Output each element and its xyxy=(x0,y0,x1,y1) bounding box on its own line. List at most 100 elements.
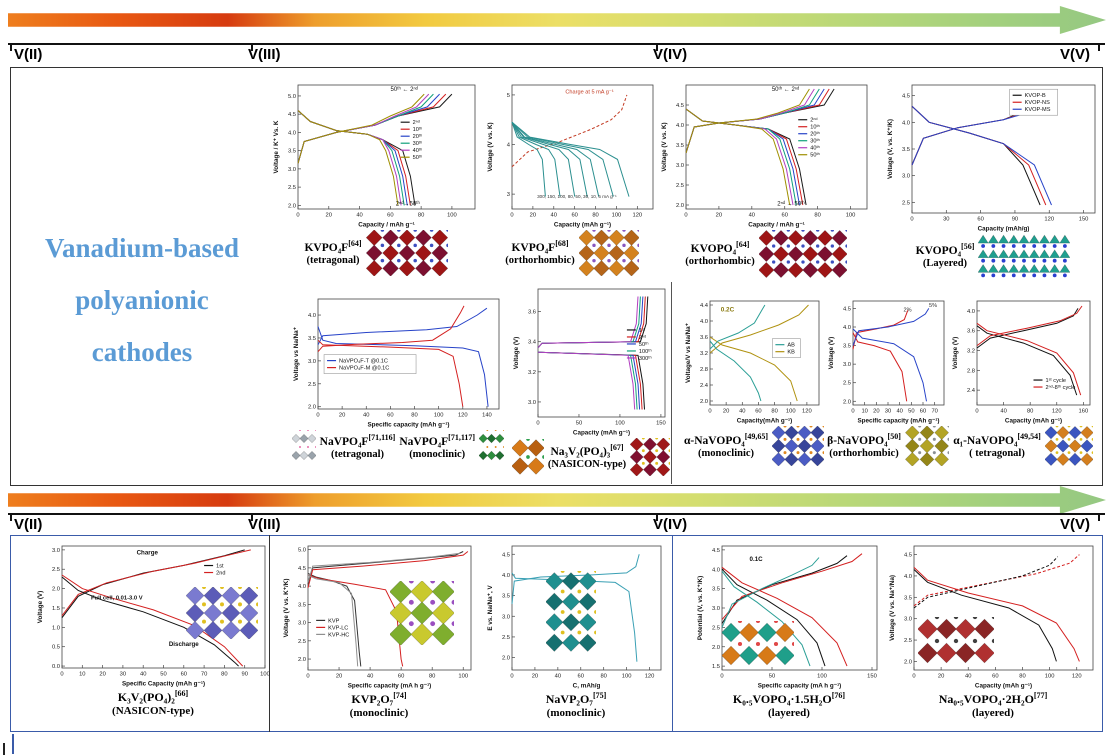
svg-text:Capacity(mAh g⁻¹): Capacity(mAh g⁻¹) xyxy=(737,418,792,425)
svg-text:3.6: 3.6 xyxy=(700,335,708,341)
svg-text:80: 80 xyxy=(592,213,598,219)
svg-text:100: 100 xyxy=(615,421,625,427)
svg-text:3.5: 3.5 xyxy=(502,594,510,600)
svg-text:3.5: 3.5 xyxy=(904,595,912,601)
svg-text:2.0: 2.0 xyxy=(700,399,708,405)
reference-citation: [71,116] xyxy=(368,432,396,442)
svg-text:60: 60 xyxy=(571,213,577,219)
svg-text:2.5: 2.5 xyxy=(52,567,60,573)
oxidation-scale-top: V(II) V(III) V(IV) V(V) xyxy=(8,43,1105,67)
svg-text:300ᵗʰ: 300ᵗʰ xyxy=(639,355,652,362)
crystal-system-label: (Layered) xyxy=(922,257,968,269)
svg-text:90: 90 xyxy=(241,672,247,678)
caption-k05vopo4: K₀.₅VOPO₄·1.5H₂O[76] (layered) xyxy=(733,691,845,720)
svg-text:100: 100 xyxy=(612,213,622,219)
svg-text:120: 120 xyxy=(1052,409,1062,415)
svg-text:3.5: 3.5 xyxy=(902,147,910,153)
svg-text:Full cell, 0.01-3.0 V: Full cell, 0.01-3.0 V xyxy=(91,596,143,602)
caption-alpha1-navopo4: α₁-NaVOPO₄[49,54] ( tetragonal) xyxy=(953,432,1041,461)
svg-text:20: 20 xyxy=(339,413,345,419)
crystal-system-label: (layered) xyxy=(972,707,1014,719)
svg-text:KB: KB xyxy=(787,350,795,356)
svg-text:3.2: 3.2 xyxy=(700,351,708,357)
svg-text:5: 5 xyxy=(507,93,510,99)
svg-text:2.5: 2.5 xyxy=(298,639,306,645)
svg-text:0: 0 xyxy=(296,213,299,219)
svg-text:2.5: 2.5 xyxy=(712,625,720,631)
reference-citation: [56] xyxy=(961,241,975,251)
reference-citation: [77] xyxy=(1033,691,1048,700)
svg-text:80: 80 xyxy=(221,672,227,678)
svg-text:100: 100 xyxy=(622,674,632,680)
svg-text:60: 60 xyxy=(992,674,998,680)
crystal-structure-alpha-navopo4 xyxy=(772,426,824,466)
reference-citation: [76] xyxy=(831,691,846,700)
svg-text:2.5: 2.5 xyxy=(902,200,910,206)
label-v3-bottom: V(III) xyxy=(248,516,281,533)
crystal-structure-na3v2po43-left xyxy=(512,439,544,475)
svg-text:40: 40 xyxy=(1000,409,1006,415)
svg-text:70: 70 xyxy=(931,409,937,415)
svg-text:2nd: 2nd xyxy=(216,571,225,577)
svg-text:2.5: 2.5 xyxy=(904,638,912,644)
svg-text:20: 20 xyxy=(532,674,538,680)
svg-text:4.0: 4.0 xyxy=(712,567,720,573)
svg-text:Charge: Charge xyxy=(137,550,159,557)
svg-text:2ⁿᵈ-8ᵗʰ cycle: 2ⁿᵈ-8ᵗʰ cycle xyxy=(1046,384,1076,391)
crystal-system-label: (NASICON-type) xyxy=(547,458,627,470)
label-v2-top: V(II) xyxy=(14,46,43,63)
svg-text:1.0: 1.0 xyxy=(52,625,60,631)
oxidation-gradient-arrow-bottom xyxy=(8,486,1106,514)
compound-formula: NaVP₂O₇ xyxy=(545,692,593,706)
svg-text:1st: 1st xyxy=(216,564,224,570)
svg-text:50ᵗʰ ← 2ⁿᵈ: 50ᵗʰ ← 2ⁿᵈ xyxy=(772,86,799,93)
scale-tick xyxy=(656,45,658,51)
svg-text:3.0: 3.0 xyxy=(52,548,60,554)
caption-na3v2po43: Na₃V₂(PO₄)₃[67] (NASICON-type) xyxy=(548,443,626,472)
caption-beta-navopo4: β-NaVOPO₄[50] (orthorhombic) xyxy=(827,432,901,461)
svg-text:40: 40 xyxy=(140,672,146,678)
svg-text:80: 80 xyxy=(771,409,777,415)
svg-text:2ⁿᵈ → 50ᵗʰ: 2ⁿᵈ → 50ᵗʰ xyxy=(777,200,804,207)
reference-citation: [49,65] xyxy=(744,431,769,441)
crystal-structure-beta-navopo4 xyxy=(904,426,949,466)
svg-text:3.0: 3.0 xyxy=(676,163,684,169)
svg-text:Voltage (V vs. K⁺/K): Voltage (V vs. K⁺/K) xyxy=(283,579,290,638)
svg-text:50: 50 xyxy=(576,421,582,427)
svg-text:20: 20 xyxy=(326,213,332,219)
caption-kvopo4-56: KVOPO₄[56] (Layered) xyxy=(916,242,975,271)
svg-text:120: 120 xyxy=(632,213,642,219)
title-line-1: Vanadium-based xyxy=(44,233,240,263)
svg-text:5.0: 5.0 xyxy=(298,548,306,554)
scale-tick xyxy=(10,515,12,521)
svg-text:50ᵗʰ: 50ᵗʰ xyxy=(639,341,649,348)
svg-text:30ᵗʰ: 30ᵗʰ xyxy=(810,138,820,145)
svg-text:120: 120 xyxy=(802,409,812,415)
crystal-system-label: ( tetragonal) xyxy=(969,447,1025,459)
svg-text:2.0: 2.0 xyxy=(52,587,60,593)
svg-text:3.2: 3.2 xyxy=(967,349,975,355)
svg-text:0: 0 xyxy=(306,674,309,680)
svg-text:2.0: 2.0 xyxy=(843,399,851,405)
svg-text:Voltage / K⁺ Vs. K: Voltage / K⁺ Vs. K xyxy=(273,120,280,173)
svg-text:50: 50 xyxy=(160,672,166,678)
svg-text:0: 0 xyxy=(684,213,687,219)
svg-text:3.0: 3.0 xyxy=(308,359,316,365)
compound-formula: KVOPO₄ xyxy=(690,242,737,255)
svg-text:3.0: 3.0 xyxy=(843,362,851,368)
svg-text:3.0: 3.0 xyxy=(902,174,910,180)
svg-text:Voltage (V): Voltage (V) xyxy=(37,591,44,623)
svg-text:2.5: 2.5 xyxy=(676,183,684,189)
svg-text:Capacity / mAh g⁻¹: Capacity / mAh g⁻¹ xyxy=(748,222,805,229)
scale-tick xyxy=(10,45,12,51)
svg-text:2.0: 2.0 xyxy=(712,645,720,651)
svg-text:KVP-LC: KVP-LC xyxy=(328,625,348,631)
svg-text:2.0: 2.0 xyxy=(904,659,912,665)
svg-text:Voltage (V): Voltage (V) xyxy=(828,337,835,369)
